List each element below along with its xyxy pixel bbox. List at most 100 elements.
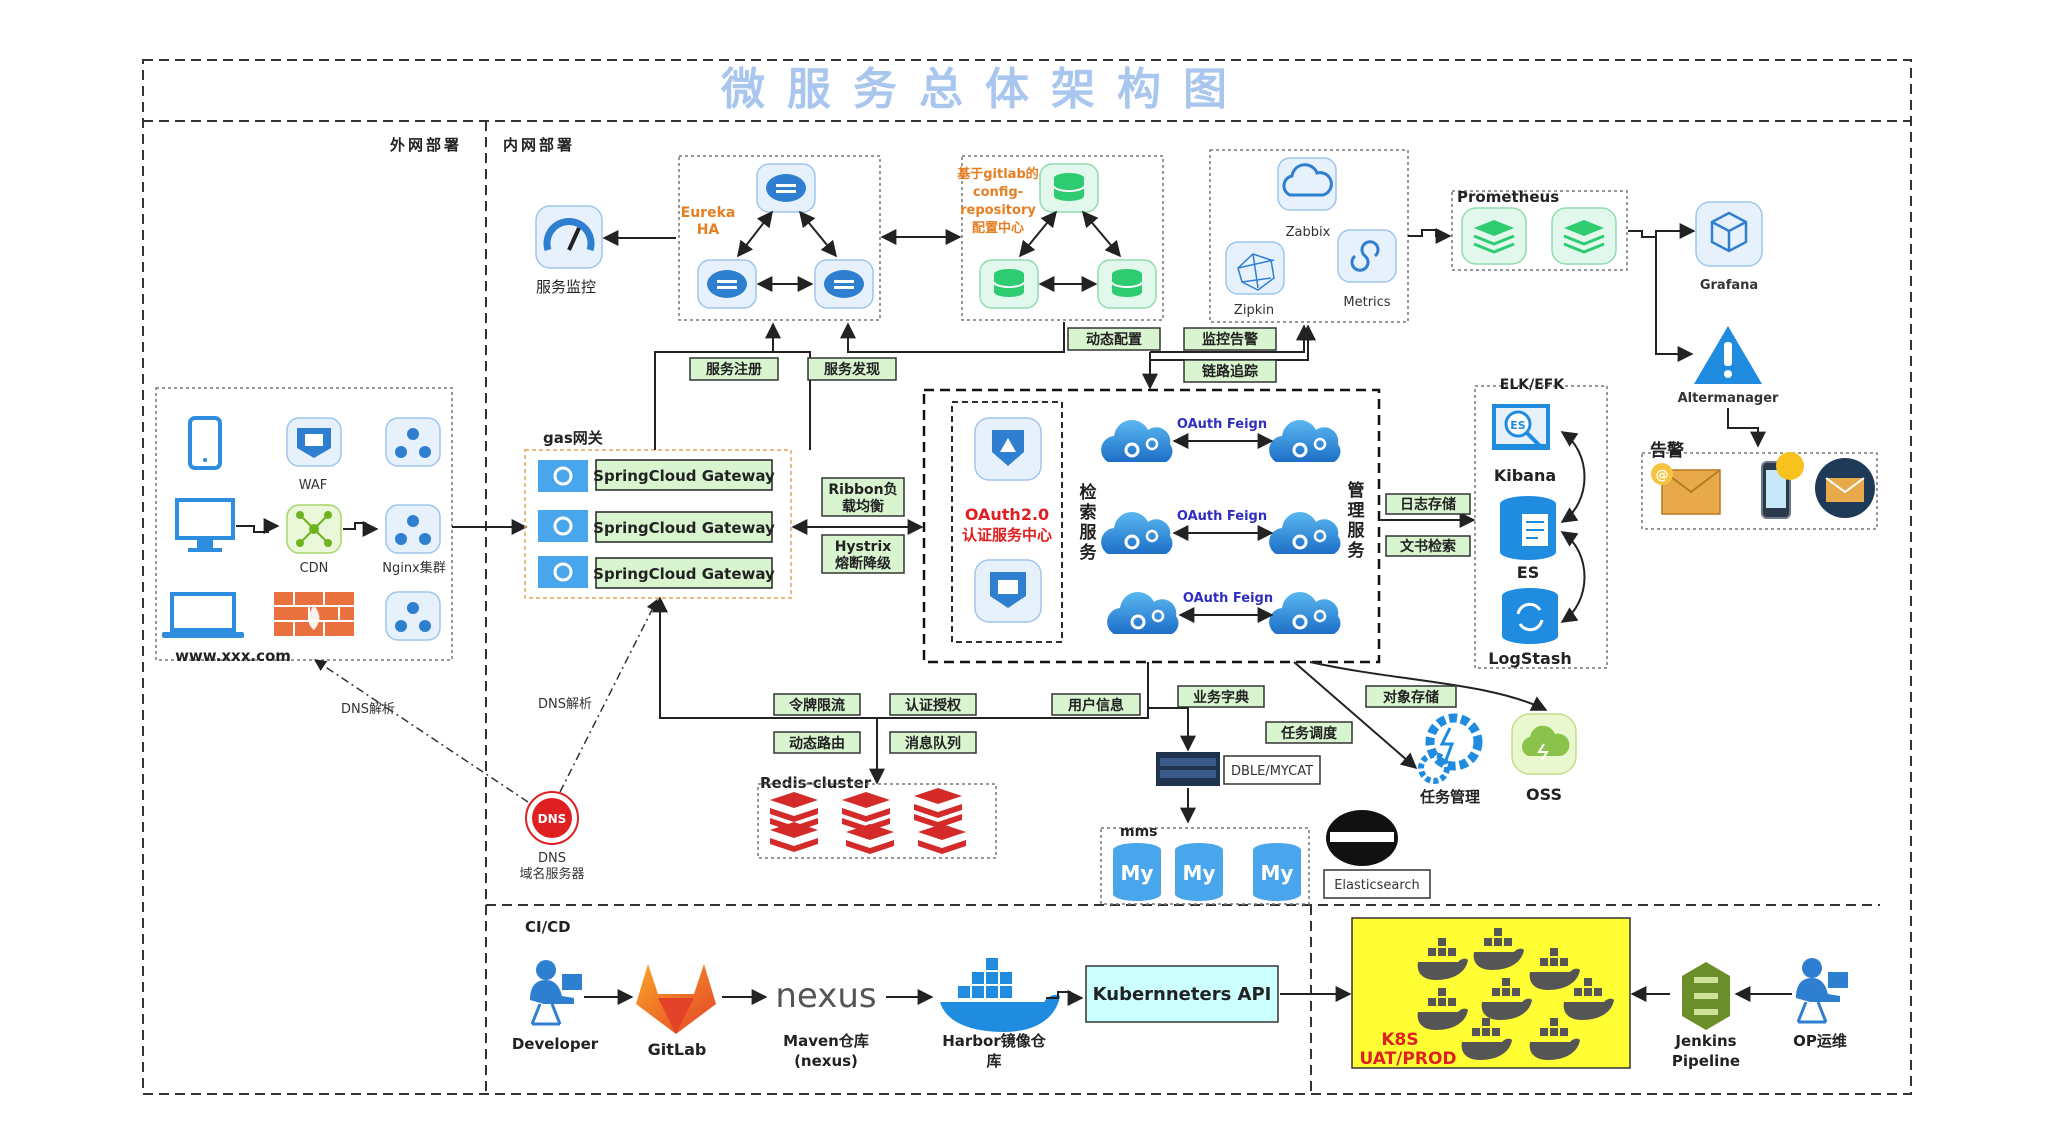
tag-mq-text: 消息队列 bbox=[905, 735, 961, 752]
mobile-notify-icon bbox=[1761, 452, 1804, 519]
elk-title: ELK/EFK bbox=[1500, 377, 1566, 393]
gateway-node-3: SpringCloud Gateway bbox=[538, 556, 775, 589]
services-to-db-link bbox=[1147, 707, 1196, 752]
config-label-3: repository bbox=[960, 203, 1036, 218]
svg-text:@: @ bbox=[1656, 468, 1669, 483]
gateway-item-3: SpringCloud Gateway bbox=[593, 565, 775, 583]
config-link-tr bbox=[1081, 210, 1122, 258]
tag-auth bbox=[889, 693, 977, 716]
zabbix-icon bbox=[1277, 157, 1337, 211]
cluster-icon-bottom bbox=[385, 591, 441, 641]
config-label-4: 配置中心 bbox=[972, 220, 1024, 236]
metrics-icon bbox=[1337, 229, 1397, 283]
tag-biz-dict bbox=[1177, 685, 1265, 708]
zone-cicd-label: CI/CD bbox=[525, 918, 571, 936]
es-label: ES bbox=[1517, 563, 1539, 582]
tag-user-info bbox=[1051, 693, 1141, 716]
alert-group bbox=[1641, 452, 1878, 530]
harbor-to-k8sapi-link bbox=[1046, 990, 1084, 1006]
alertmanager-label: Altermanager bbox=[1678, 391, 1779, 406]
services-to-gateway-back-link bbox=[652, 596, 1149, 719]
mysql-group-label: mms bbox=[1120, 824, 1158, 840]
eureka-node-right-icon bbox=[814, 259, 874, 309]
eureka-group bbox=[678, 155, 881, 321]
alert-label: 告警 bbox=[1650, 440, 1684, 461]
alertmanager-icon bbox=[1694, 326, 1762, 384]
tag-biz-dict-text: 业务字典 bbox=[1193, 689, 1249, 706]
db-proxy-icon bbox=[1156, 752, 1220, 786]
config-link-tl bbox=[1018, 210, 1058, 258]
tag-task-sched bbox=[1265, 721, 1353, 744]
tag-ribbon-text-1: Ribbon负 bbox=[828, 481, 897, 498]
zone-internal-label: 内网部署 bbox=[503, 136, 575, 154]
alertmanager-to-alert-link bbox=[1727, 408, 1766, 448]
es-icon bbox=[1500, 496, 1556, 560]
oauth-label-1: OAuth2.0 bbox=[965, 505, 1049, 524]
config-down-link bbox=[840, 322, 1065, 353]
tag-dyn-config-text: 动态配置 bbox=[1086, 331, 1142, 348]
jenkins-label-2: Pipeline bbox=[1672, 1052, 1740, 1070]
gateway-label: gas网关 bbox=[543, 429, 603, 447]
page-title: 微服务总体架构图 bbox=[720, 64, 1249, 115]
tag-trace bbox=[1183, 359, 1277, 383]
service-monitor-label: 服务监控 bbox=[536, 278, 596, 296]
logstash-icon bbox=[1502, 588, 1558, 644]
dns-resolve-label-left: DNS解析 bbox=[341, 702, 395, 717]
dns-label: DNS bbox=[538, 851, 566, 866]
service-cloud-icon bbox=[1269, 420, 1341, 462]
maven-label-1: Maven仓库 bbox=[783, 1032, 869, 1050]
k8s-label-1: K8S bbox=[1381, 1030, 1418, 1050]
tag-token-limit bbox=[773, 693, 861, 716]
mysql-icon: My bbox=[1113, 843, 1161, 901]
metrics-label: Metrics bbox=[1343, 295, 1390, 310]
tag-register-text: 服务注册 bbox=[706, 361, 762, 378]
grafana-icon bbox=[1695, 201, 1763, 267]
outer-frame bbox=[142, 59, 1912, 1095]
prometheus-to-alertmanager-link bbox=[1655, 234, 1694, 362]
tag-token-limit-text: 令牌限流 bbox=[788, 697, 845, 714]
services-to-task-link bbox=[1293, 661, 1418, 770]
developer-icon bbox=[530, 960, 582, 1026]
es-badge-text: ES bbox=[1510, 419, 1526, 432]
tag-log-store bbox=[1385, 493, 1471, 515]
gateway-item-1: SpringCloud Gateway bbox=[593, 467, 775, 485]
config-group bbox=[961, 155, 1164, 321]
gateway-node-1: SpringCloud Gateway bbox=[538, 459, 775, 492]
elasticsearch-label: Elasticsearch bbox=[1334, 878, 1420, 893]
jenkins-icon bbox=[1682, 962, 1730, 1030]
service-cloud-icon bbox=[1101, 420, 1173, 462]
oauth-shield-icon bbox=[974, 417, 1042, 481]
oauth-label-2: 认证服务中心 bbox=[962, 526, 1052, 544]
search-service-char-3: 服 bbox=[1080, 523, 1098, 543]
tag-auth-text: 认证授权 bbox=[905, 697, 962, 714]
tag-register bbox=[689, 357, 779, 381]
mysql-badge-2: My bbox=[1183, 861, 1216, 885]
nexus-logo: nexus bbox=[775, 976, 876, 1016]
tag-obj-store bbox=[1365, 685, 1457, 708]
laptop-icon bbox=[162, 592, 244, 638]
tag-doc-search-text: 文书检索 bbox=[1400, 538, 1456, 555]
zipkin-icon bbox=[1225, 241, 1285, 295]
eureka-node-top-icon bbox=[756, 163, 816, 213]
tag-hystrix-text-1: Hystrix bbox=[835, 539, 892, 555]
mgmt-service-char-4: 务 bbox=[1348, 540, 1366, 561]
dns-icon: DNS bbox=[525, 791, 579, 845]
kibana-es-link bbox=[1560, 431, 1586, 523]
db-proxy-label: DBLE/MYCAT bbox=[1231, 764, 1313, 779]
gateway-discover-link bbox=[773, 351, 811, 450]
tag-log-store-text: 日志存储 bbox=[1400, 496, 1456, 513]
tag-ribbon-text-2: 载均衡 bbox=[842, 498, 884, 515]
dns-to-clients-link bbox=[314, 659, 529, 803]
dns-server-label: 域名服务器 bbox=[519, 866, 584, 882]
zabbix-label: Zabbix bbox=[1286, 225, 1331, 240]
mysql-badge-1: My bbox=[1121, 861, 1154, 885]
oauth-firewall-icon bbox=[974, 559, 1042, 623]
dns-resolve-label-right: DNS解析 bbox=[538, 697, 592, 712]
service-cloud-icon bbox=[1269, 512, 1341, 554]
tag-dyn-route-text: 动态路由 bbox=[789, 735, 845, 752]
config-label-1: 基于gitlab的 bbox=[956, 166, 1039, 182]
cdn-label: CDN bbox=[300, 561, 329, 576]
gateway-register-link bbox=[654, 322, 781, 450]
k8s-api-box bbox=[1085, 965, 1279, 1023]
